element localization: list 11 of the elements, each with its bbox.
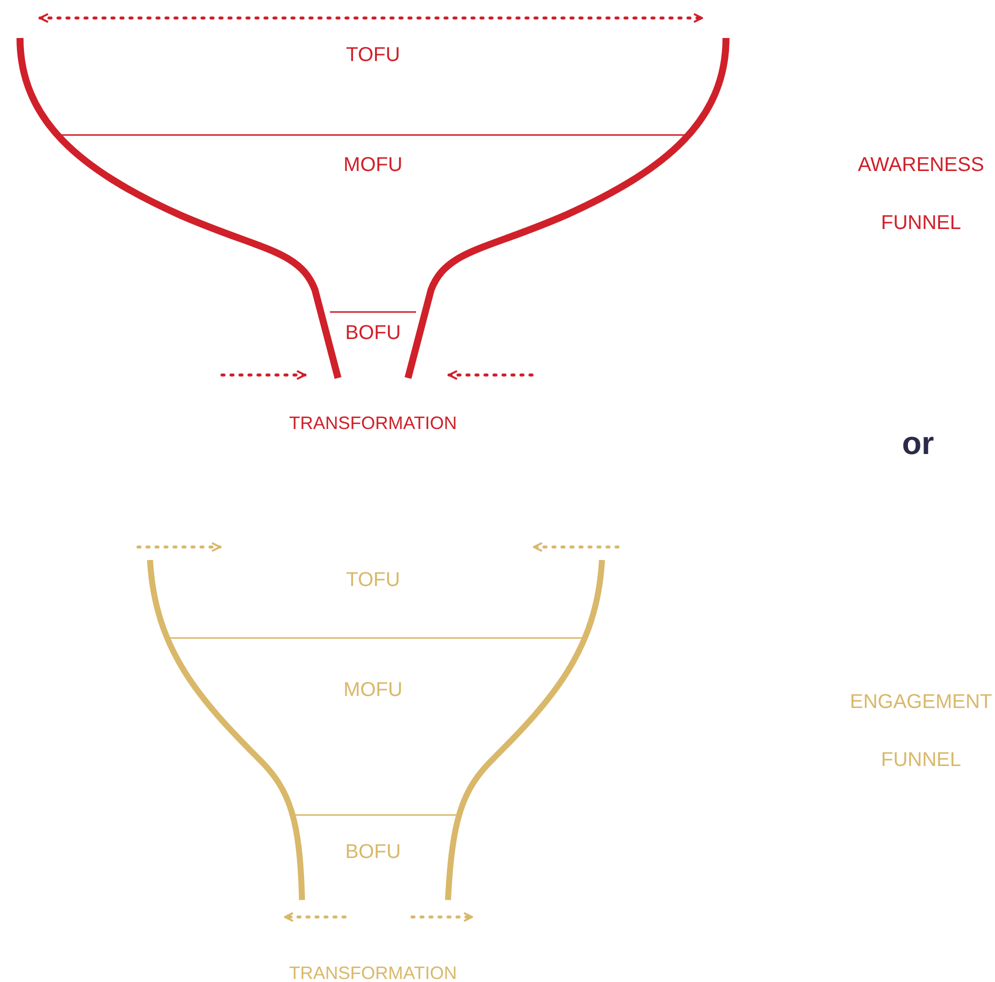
funnel-title: ENGAGEMENT FUNNEL xyxy=(848,690,994,773)
stage-label: TOFU xyxy=(346,568,400,592)
funnel-title: AWARENESS FUNNEL xyxy=(856,153,986,236)
stage-label: MOFU xyxy=(344,678,402,702)
stage-label: TRANSFORMATION xyxy=(289,412,457,435)
separator-word: or xyxy=(902,424,934,462)
stage-label: TRANSFORMATION xyxy=(289,962,457,982)
stage-label: MOFU xyxy=(344,153,402,177)
stage-label: BOFU xyxy=(345,321,401,345)
stage-label: BOFU xyxy=(345,840,401,864)
stage-label: TOFU xyxy=(346,43,400,67)
